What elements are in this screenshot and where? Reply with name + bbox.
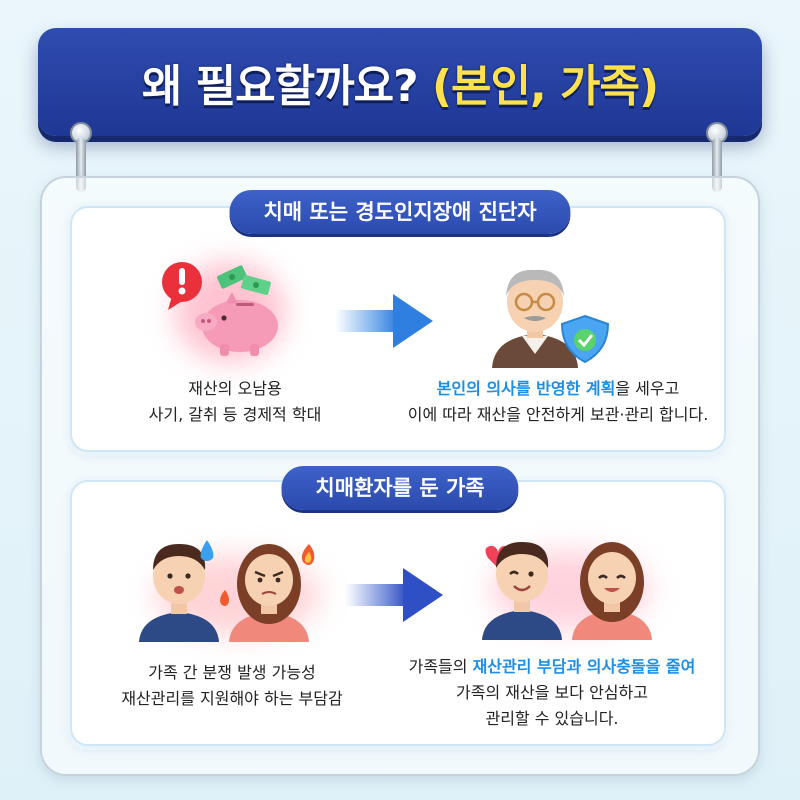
happy-man-icon bbox=[482, 542, 562, 640]
worried-man-icon bbox=[139, 544, 219, 642]
arrow-right-icon bbox=[335, 294, 433, 348]
highlight-text: 재산관리 부담과 의사충돌을 줄여 bbox=[472, 657, 696, 676]
caption-text: 을 세우고 bbox=[615, 379, 680, 398]
exclamation-icon bbox=[162, 262, 202, 310]
caption-line: 이에 따라 재산을 안전하게 보관·관리 합니다. bbox=[407, 405, 709, 424]
piggy-bank-illustration bbox=[162, 262, 278, 356]
caption-burden: 가족 간 분쟁 발생 가능성 재산관리를 지원해야 하는 부담감 bbox=[112, 660, 352, 712]
fire-icon bbox=[220, 544, 315, 606]
caption-risk: 재산의 오남용 사기, 갈취 등 경제적 학대 bbox=[130, 376, 340, 428]
caption-solution: 본인의 의사를 반영한 계획을 세우고 이에 따라 재산을 안전하게 보관·관리… bbox=[388, 376, 728, 428]
caption-line: 재산관리를 지원해야 하는 부담감 bbox=[121, 689, 343, 708]
elderly-man-illustration bbox=[492, 269, 610, 368]
happy-couple-illustration bbox=[482, 542, 652, 640]
caption-line: 가족 간 분쟁 발생 가능성 bbox=[148, 663, 316, 682]
caption-line: 재산의 오남용 bbox=[188, 379, 282, 398]
caption-line: 본인의 의사를 반영한 계획을 세우고 bbox=[388, 376, 728, 402]
highlight-text: 본인의 의사를 반영한 계획 bbox=[436, 379, 616, 398]
title-accent: (본인, 가족) bbox=[431, 61, 659, 112]
money-icon bbox=[217, 265, 271, 295]
caption-line: 가족들의 재산관리 부담과 의사충돌을 줄여 bbox=[384, 654, 720, 680]
caption-family-solution: 가족들의 재산관리 부담과 의사충돌을 줄여 가족의 재산을 보다 안심하고 관… bbox=[384, 654, 720, 732]
title-main: 왜 필요할까요? bbox=[141, 61, 419, 112]
hanger-right-icon bbox=[706, 122, 728, 202]
worried-couple-illustration bbox=[139, 540, 315, 642]
caption-line: 사기, 갈취 등 경제적 학대 bbox=[148, 405, 322, 424]
page-title: 왜 필요할까요? (본인, 가족) bbox=[141, 50, 659, 114]
elderly-man-icon bbox=[492, 269, 578, 368]
arrow-right-icon bbox=[345, 568, 443, 622]
happy-woman-icon bbox=[572, 542, 652, 640]
piggy-bank-icon bbox=[195, 292, 278, 356]
angry-woman-icon bbox=[229, 544, 309, 642]
sweat-drop-icon bbox=[200, 540, 214, 561]
header-banner: 왜 필요할까요? (본인, 가족) bbox=[38, 28, 762, 136]
caption-text: 가족들의 bbox=[408, 657, 473, 676]
caption-line: 가족의 재산을 보다 안심하고 bbox=[456, 683, 648, 702]
hanger-left-icon bbox=[70, 122, 92, 202]
caption-line: 관리할 수 있습니다. bbox=[485, 709, 619, 728]
section-title-patient: 치매 또는 경도인지장애 진단자 bbox=[229, 190, 571, 234]
section-title-family: 치매환자를 둔 가족 bbox=[281, 466, 519, 510]
shield-check-icon bbox=[560, 314, 610, 364]
